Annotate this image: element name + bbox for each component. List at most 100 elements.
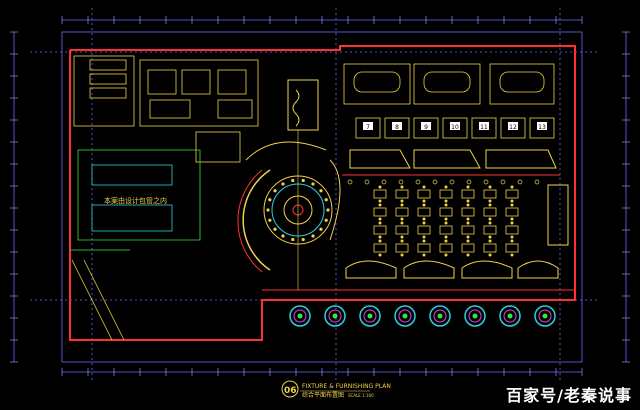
dining-table xyxy=(505,189,519,199)
feature-circle-inner xyxy=(363,309,377,323)
feature-circle-core xyxy=(402,313,408,319)
chair xyxy=(444,221,448,225)
chair xyxy=(444,253,448,257)
chair xyxy=(400,239,404,243)
dining-table xyxy=(417,207,431,217)
dimension-lines xyxy=(13,8,627,380)
rotunda-seat xyxy=(291,178,295,183)
rotunda-seat xyxy=(311,234,315,238)
chair xyxy=(444,239,448,243)
chair xyxy=(488,253,492,257)
chair xyxy=(422,221,426,225)
rotunda-seat xyxy=(281,234,285,238)
chair xyxy=(378,217,382,221)
chair xyxy=(488,199,492,203)
chair xyxy=(488,221,492,225)
chair xyxy=(466,235,470,239)
chair xyxy=(466,221,470,225)
bar-stool xyxy=(500,179,506,185)
room-number-tag xyxy=(537,122,547,130)
chair xyxy=(510,199,514,203)
bar-stool xyxy=(466,179,472,185)
room-number-tag xyxy=(479,122,489,130)
chair xyxy=(444,199,448,203)
bar-stool xyxy=(415,179,421,185)
feature-circle-inner xyxy=(293,309,307,323)
central-rotunda xyxy=(237,79,341,290)
chair xyxy=(422,239,426,243)
booth-row-bottom xyxy=(345,184,569,279)
rotunda-seat xyxy=(311,182,315,186)
bar-stool xyxy=(449,179,455,185)
chair xyxy=(466,217,470,221)
feature-circle-inner xyxy=(503,309,517,323)
dining-table xyxy=(439,243,453,253)
exterior-walls xyxy=(69,45,576,341)
rotunda-seat xyxy=(324,218,328,222)
chair xyxy=(510,253,514,257)
chair xyxy=(422,253,426,257)
rotunda-seat xyxy=(273,227,277,231)
room-number: 8 xyxy=(395,124,399,131)
chair xyxy=(378,221,382,225)
feature-circle-outer xyxy=(394,305,416,327)
chair xyxy=(378,253,382,257)
bar-stool xyxy=(517,179,523,185)
private-room-box xyxy=(355,117,381,139)
room-number: 7 xyxy=(366,124,370,131)
chair xyxy=(510,239,514,243)
feature-circle-core xyxy=(437,313,443,319)
chair xyxy=(488,185,492,189)
feature-circle-outer xyxy=(289,305,311,327)
chair xyxy=(444,185,448,189)
dining-table xyxy=(439,207,453,217)
chair xyxy=(400,185,404,189)
dining-table xyxy=(461,225,475,235)
dining-table xyxy=(505,207,519,217)
dining-table xyxy=(505,225,519,235)
drawing-title-en: FIXTURE & FURNISHING PLAN xyxy=(302,383,391,390)
chair xyxy=(488,235,492,239)
dining-table xyxy=(373,189,387,199)
room-number-tag xyxy=(363,122,373,130)
dining-table xyxy=(439,225,453,235)
dining-table xyxy=(483,225,497,235)
chair xyxy=(444,217,448,221)
dining-table xyxy=(461,189,475,199)
chair xyxy=(510,217,514,221)
private-room-box xyxy=(529,117,555,139)
dining-table xyxy=(461,207,475,217)
dining-table xyxy=(505,243,519,253)
feature-circle-core xyxy=(367,313,373,319)
room-number: 10 xyxy=(451,124,459,131)
bar-stool xyxy=(398,179,404,185)
bar-stool xyxy=(432,179,438,185)
plan-note: 本案由设计包管之内 xyxy=(104,196,167,205)
chair xyxy=(466,199,470,203)
bar-stool xyxy=(534,179,540,185)
rotunda-seat xyxy=(273,189,277,193)
rotunda-seat xyxy=(324,198,328,202)
private-room-box xyxy=(500,117,526,139)
room-number-tag xyxy=(508,122,518,130)
private-room-box xyxy=(413,117,439,139)
chair xyxy=(488,239,492,243)
chair xyxy=(510,185,514,189)
rotunda-seat xyxy=(301,178,305,183)
dining-tables xyxy=(347,179,540,257)
dining-table xyxy=(417,243,431,253)
rotunda-seats xyxy=(266,178,330,242)
room-number-tag xyxy=(421,122,431,130)
rotunda-seat xyxy=(268,198,272,202)
chair xyxy=(400,253,404,257)
chair xyxy=(378,185,382,189)
feature-circle-outer xyxy=(499,305,521,327)
chair xyxy=(378,239,382,243)
private-room-box xyxy=(384,117,410,139)
rotunda-seat xyxy=(319,227,323,231)
left-wing-rooms xyxy=(73,55,259,163)
chair xyxy=(466,185,470,189)
dining-table xyxy=(483,207,497,217)
room-number: 11 xyxy=(480,124,488,131)
